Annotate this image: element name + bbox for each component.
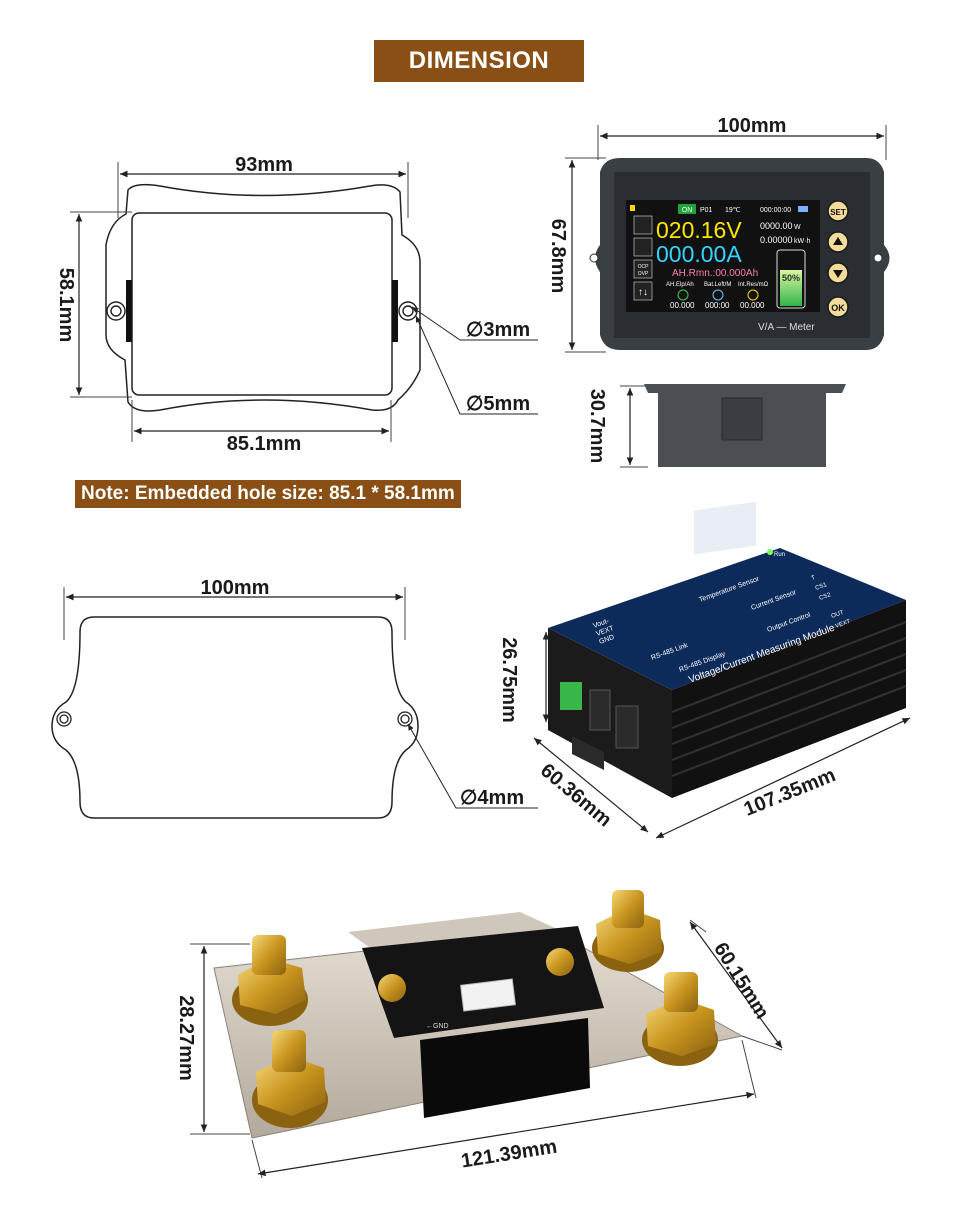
dim-label-shunt-depth: 60.15mm [709, 939, 773, 1023]
ok-button[interactable] [827, 296, 849, 318]
note-text: Note: Embedded hole size: 85.1 * 58.1mm [81, 483, 455, 504]
dim-label-module-length: 107.35mm [741, 764, 839, 821]
shunt-gnd-label: ←GND [426, 1023, 449, 1030]
shunt-connector [460, 978, 516, 1012]
ah-remaining: AH.Rmn.:00.000Ah [672, 268, 758, 279]
clock-icon [712, 289, 724, 301]
run-led-label: Run [774, 552, 785, 558]
meter-extension-lines [565, 125, 887, 468]
right-terminal-out: OUT [831, 610, 845, 620]
lock-icon [630, 205, 635, 211]
shunt-pcb [362, 926, 604, 1038]
bottom-value-3: 00.000 [740, 301, 765, 310]
embedded-hole-note: Note: Embedded hole size: 85.1 * 58.1mm [75, 480, 461, 508]
omega-icon [747, 289, 759, 301]
svg-text:↑↓: ↑↓ [638, 287, 648, 298]
ovp-label: OVP [638, 271, 649, 277]
dim-label-shunt-length: 121.39mm [460, 1136, 559, 1173]
power-unit: W [794, 224, 801, 231]
dimension-banner: DIMENSION [374, 40, 584, 82]
ok-button-label: OK [831, 303, 845, 313]
battery-level-fill [780, 270, 802, 306]
page-title: DIMENSION [408, 47, 550, 74]
module-hole-right [397, 711, 413, 727]
bottom-label-1: AH.Elp/Ah [666, 282, 694, 288]
right-terminal-vext: VEXT [835, 619, 852, 630]
bottom-label-2: Bat.Left/M [704, 282, 731, 288]
battery-percent: 50% [782, 273, 800, 283]
dim-line-shunt-length [257, 1091, 755, 1177]
ocp-label: OCP [638, 264, 650, 270]
dim-line-module-depth [533, 737, 649, 833]
energy-readout: 0.00000 [760, 235, 793, 245]
dim-label-meter-depth: 30.7mm [586, 389, 608, 464]
dim-label-inner-width: 85.1mm [227, 433, 302, 455]
current-readout: 000.00A [656, 241, 742, 267]
phone-icon [633, 237, 653, 257]
up-arrow-icon [833, 237, 843, 245]
dim-label-module-width: 100mm [201, 577, 270, 599]
panel-outline [105, 183, 421, 412]
status-temp: 19℃ [725, 207, 741, 214]
module-outline [51, 616, 419, 819]
voltage-readout: 020.16V [656, 217, 742, 243]
panel-clip-left [126, 280, 132, 342]
meter-screen-content: ON P01 19℃ 000:00:00 OCP OVP ↑↓ 020.16V … [630, 204, 810, 310]
panel-hole-left [106, 301, 126, 321]
shunt: ←GND [213, 890, 744, 1139]
status-on: ON [682, 207, 693, 214]
dim-label-hole-large: ∅5mm [466, 393, 530, 415]
set-button[interactable] [827, 200, 849, 222]
dim-label-module-hole: ∅4mm [460, 787, 524, 809]
right-terminal-t: T [811, 575, 817, 582]
panel-hole-right [398, 301, 418, 321]
callout-4mm [407, 723, 538, 809]
bottom-label-3: Int.Res/mΩ [738, 282, 769, 288]
down-arrow-icon [833, 270, 843, 278]
shunt-bolt-3 [592, 890, 664, 972]
dim-label-meter-height: 67.8mm [547, 219, 569, 294]
shunt-bolt-1 [232, 935, 308, 1026]
module-hole-left [56, 711, 72, 727]
dim-label-meter-width: 100mm [718, 115, 787, 137]
direction-icon [633, 281, 653, 301]
right-terminal-cs2: CS2 [819, 592, 833, 602]
panel-extension-lines [70, 162, 409, 442]
meter-buttons: SET OK [827, 200, 849, 318]
status-time: 000:00:00 [760, 207, 791, 214]
callout-3mm [411, 306, 538, 341]
panel-clip-right [392, 280, 398, 342]
dim-line-shunt-depth [689, 921, 783, 1049]
terminal-gnd: GND [598, 634, 615, 646]
energy-unit: kW·h [794, 238, 810, 245]
bottom-value-2: 000:00 [705, 301, 730, 310]
module-3d [548, 501, 907, 798]
meter-brand: V/A — Meter [758, 322, 815, 333]
meter-side [644, 384, 846, 467]
power-readout: 0000.00 [760, 221, 793, 231]
dim-label-panel-height: 58.1mm [55, 268, 77, 343]
module-top-face [548, 548, 906, 690]
dim-label-module-height: 26.75mm [498, 637, 520, 723]
dim-label-shunt-height: 28.27mm [175, 995, 197, 1081]
dim-line-module-length [655, 717, 911, 839]
bottom-value-1: 00.000 [670, 301, 695, 310]
lightning-icon [677, 289, 689, 301]
dim-label-hole-small: ∅3mm [466, 319, 530, 341]
callout-5mm [415, 315, 538, 415]
set-button-label: SET [830, 208, 846, 217]
status-profile: P01 [700, 207, 713, 214]
battery-small-icon [798, 206, 808, 212]
dim-label-panel-width: 93mm [235, 154, 293, 176]
right-terminal-cs1: CS1 [815, 582, 829, 592]
battery-icon [633, 215, 653, 235]
